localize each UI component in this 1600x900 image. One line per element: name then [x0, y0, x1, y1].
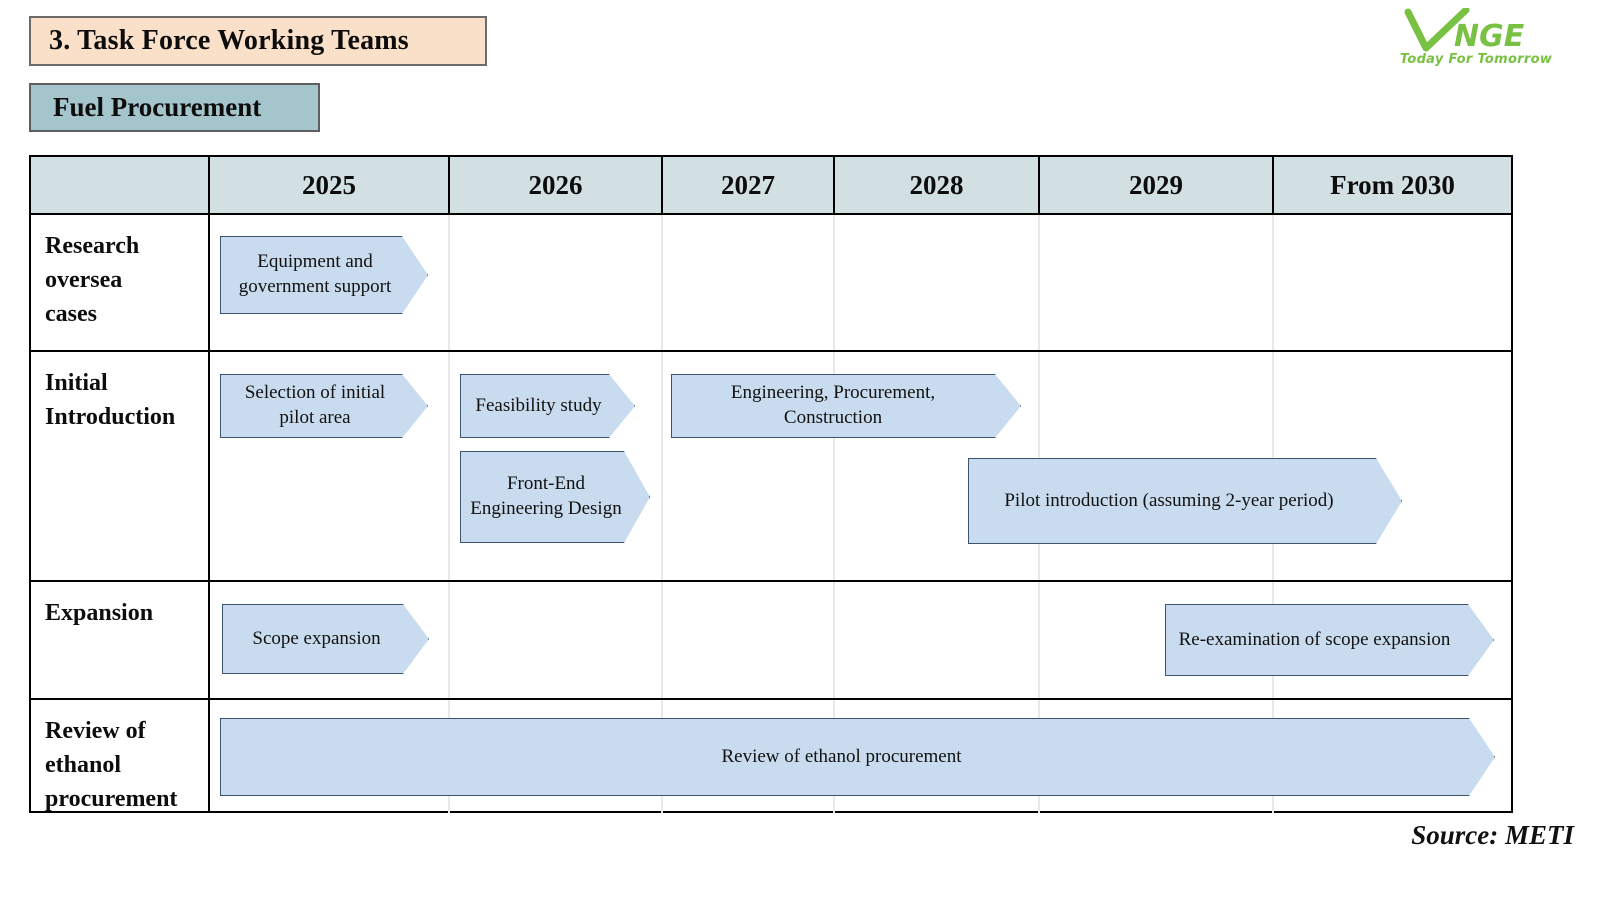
- row-label-expansion: Expansion: [31, 582, 210, 698]
- gridline-2027: [661, 215, 663, 350]
- task-bar-reexamination-scope-expansion[interactable]: Re-examination of scope expansion: [1165, 604, 1494, 676]
- task-bar-pilot-introduction[interactable]: Pilot introduction (assuming 2-year peri…: [968, 458, 1402, 544]
- task-bar-label: Front-End Engineering Design: [470, 473, 622, 519]
- team-title-banner: Fuel Procurement: [29, 83, 320, 132]
- task-bar-feasibility-study[interactable]: Feasibility study: [460, 374, 635, 438]
- task-bar-scope-expansion[interactable]: Scope expansion: [222, 604, 429, 674]
- row-track-initial-introduction: Selection of initial pilot area Feasibil…: [210, 352, 1511, 580]
- gridline-2029: [1038, 215, 1040, 350]
- task-bar-label: Review of ethanol procurement: [721, 745, 962, 767]
- row-track-review-ethanol: Review of ethanol procurement: [210, 700, 1511, 813]
- gridline-2030: [1272, 215, 1274, 350]
- gridline-2028: [833, 215, 835, 350]
- task-bar-label: Pilot introduction (assuming 2-year peri…: [1004, 489, 1334, 511]
- task-bar-label: Selection of initial pilot area: [244, 382, 386, 428]
- source-attribution: Source: METI: [1411, 820, 1574, 850]
- vnge-logo-mark: NGE: [1376, 6, 1576, 54]
- header-cell-2028: 2028: [835, 157, 1040, 213]
- timeline-row-expansion: Expansion Scope expansion Re-examination…: [31, 582, 1511, 700]
- vnge-wordmark-icon: NGE: [1404, 6, 1525, 54]
- gridline-2026: [448, 215, 450, 350]
- gridline-2028: [833, 352, 835, 580]
- section-title-text: 3. Task Force Working Teams: [49, 25, 409, 56]
- task-bar-selection-pilot-area[interactable]: Selection of initial pilot area: [220, 374, 428, 438]
- row-track-research: Equipment and government support: [210, 215, 1511, 350]
- gridline-2026: [448, 352, 450, 580]
- task-bar-review-ethanol-procurement[interactable]: Review of ethanol procurement: [220, 718, 1495, 796]
- header-cell-blank: [31, 157, 210, 213]
- header-cell-2025: 2025: [210, 157, 450, 213]
- gridline-2029: [1038, 582, 1040, 698]
- timeline-table: 2025 2026 2027 2028 2029 From 2030 Resea…: [29, 155, 1513, 813]
- gridline-2028: [833, 582, 835, 698]
- task-bar-equipment-support[interactable]: Equipment and government support: [220, 236, 428, 314]
- task-bar-label: Engineering, Procurement, Construction: [730, 382, 936, 428]
- logo-tagline: Today For Tomorrow: [1399, 52, 1553, 67]
- gridline-2026: [448, 582, 450, 698]
- task-bar-epc[interactable]: Engineering, Procurement, Construction: [671, 374, 1021, 438]
- header-cell-2027: 2027: [663, 157, 835, 213]
- row-track-expansion: Scope expansion Re-examination of scope …: [210, 582, 1511, 698]
- company-logo: NGE Today For Tomorrow: [1376, 6, 1576, 82]
- header-cell-2026: 2026: [450, 157, 663, 213]
- gridline-2027: [661, 352, 663, 580]
- task-bar-label: Re-examination of scope expansion: [1178, 628, 1451, 650]
- gridline-2027: [661, 582, 663, 698]
- task-bar-label: Equipment and government support: [238, 251, 392, 297]
- svg-text:NGE: NGE: [1454, 19, 1525, 54]
- timeline-header-row: 2025 2026 2027 2028 2029 From 2030: [31, 157, 1511, 215]
- team-title-text: Fuel Procurement: [53, 92, 262, 122]
- task-bar-label: Scope expansion: [252, 627, 381, 649]
- header-cell-2029: 2029: [1040, 157, 1274, 213]
- section-title-banner: 3. Task Force Working Teams: [29, 16, 487, 66]
- header-cell-from-2030: From 2030: [1330, 169, 1455, 200]
- task-bar-label: Feasibility study: [475, 394, 602, 416]
- task-bar-front-end-engineering-design[interactable]: Front-End Engineering Design: [460, 451, 650, 543]
